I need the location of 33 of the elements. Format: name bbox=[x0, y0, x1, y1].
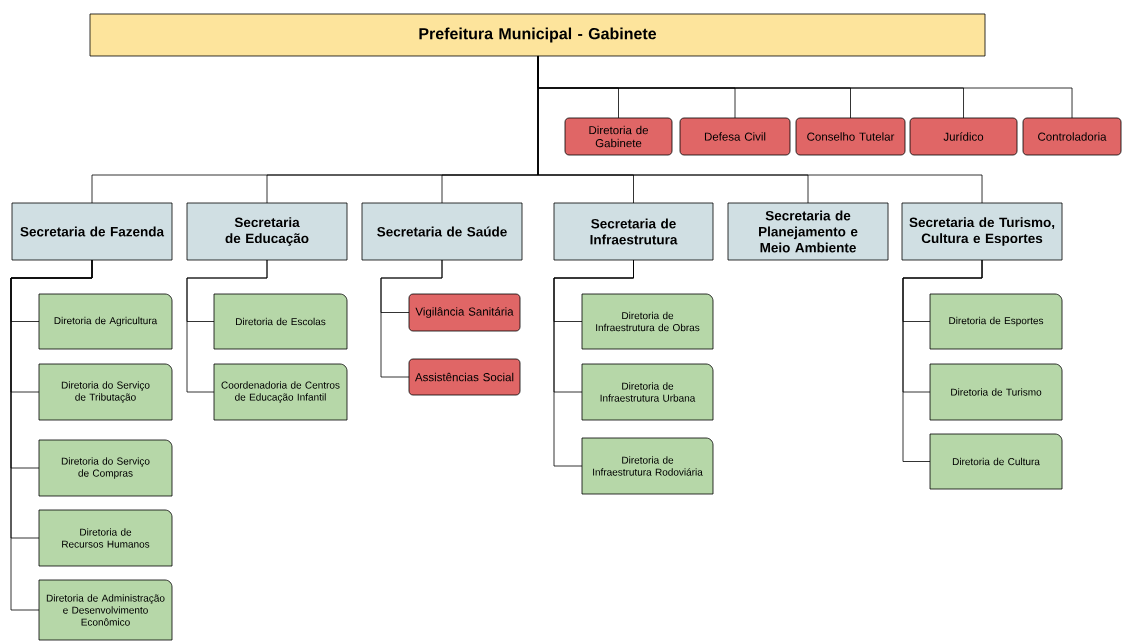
connector-line bbox=[537, 55, 983, 204]
directorate-box: Coordenadoria de Centros de Educação Infantil bbox=[213, 363, 348, 421]
connector-line bbox=[380, 259, 443, 378]
unit-box: Jurídico bbox=[909, 117, 1018, 156]
department-box: Secretaria de Saúde bbox=[361, 202, 523, 261]
department-box: Secretaria de Fazenda bbox=[11, 202, 173, 261]
directorate-box: Diretoria de Administração e Desenvolvimento Econômico bbox=[38, 579, 173, 641]
title-box: Prefeitura Municipal - Gabinete bbox=[89, 13, 986, 57]
department-box: Secretaria de Turismo, Cultura e Esportes bbox=[901, 202, 1063, 261]
unit-box: Conselho Tutelar bbox=[795, 117, 906, 156]
unit-box: Defesa Civil bbox=[679, 117, 791, 156]
directorate-box: Diretoria de Turismo bbox=[929, 363, 1063, 421]
department-box: Secretaria de Educação bbox=[186, 202, 348, 261]
department-box: Secretaria de Infraestrutura bbox=[553, 202, 714, 261]
directorate-box: Diretoria de Cultura bbox=[929, 433, 1063, 490]
connector-line bbox=[186, 259, 268, 393]
directorate-box: Diretoria de Infraestrutura Rodoviária bbox=[581, 437, 714, 495]
connector-line bbox=[10, 259, 93, 611]
directorate-box: Diretoria de Recursos Humanos bbox=[38, 509, 173, 567]
directorate-box: Diretoria de Esportes bbox=[929, 293, 1063, 350]
directorate-box: Diretoria de Infraestrutura Urbana bbox=[581, 363, 714, 421]
unit-box: Diretoria de Gabinete bbox=[564, 117, 673, 156]
unit-box: Assistências Social bbox=[408, 358, 521, 396]
unit-box: Vigilância Sanitária bbox=[408, 293, 521, 332]
connector-line bbox=[902, 259, 983, 462]
directorate-box: Diretoria do Serviço de Tributação bbox=[38, 363, 173, 421]
connector-line bbox=[553, 259, 634, 467]
directorate-box: Diretoria de Agricultura bbox=[38, 293, 173, 350]
department-box: Secretaria de Planejamento e Meio Ambiente bbox=[727, 202, 889, 261]
directorate-box: Diretoria de Escolas bbox=[213, 293, 348, 350]
directorate-box: Diretoria de Infraestrutura de Obras bbox=[581, 293, 714, 350]
directorate-box: Diretoria do Serviço de Compras bbox=[38, 439, 173, 497]
unit-box: Controladoria bbox=[1022, 117, 1122, 156]
